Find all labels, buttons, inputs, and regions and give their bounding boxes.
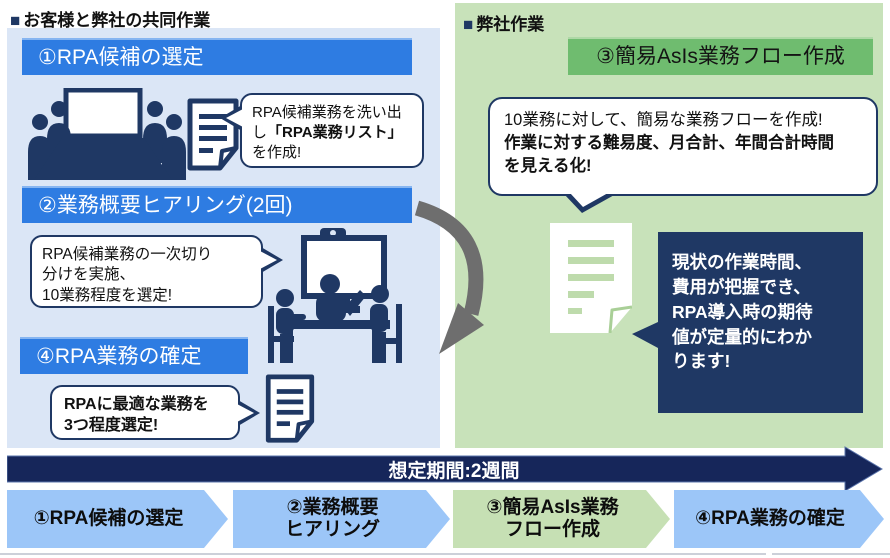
meeting-icon bbox=[28, 88, 186, 180]
timeline-label: 想定期間:2週間 bbox=[388, 460, 520, 482]
timeline-arrow bbox=[7, 446, 883, 492]
company-work-panel: ■弊社作業 ③簡易AsIs業務フロー作成 10業務に対して、簡易な業務フローを作… bbox=[455, 3, 883, 448]
joint-work-panel: ①RPA候補の選定 RPA候補業務を洗い出し「RPA業務リスト」を作成! ②業務… bbox=[7, 28, 440, 448]
bullet-square-icon: ■ bbox=[463, 15, 474, 34]
bubble-pointer bbox=[261, 247, 283, 273]
bottom-divider bbox=[0, 553, 766, 555]
step3-banner: ③簡易AsIs業務フロー作成 bbox=[568, 37, 873, 75]
step2-banner: ②業務概要ヒアリング(2回) bbox=[22, 186, 412, 223]
bubble-pointer bbox=[238, 400, 260, 426]
document-icon bbox=[265, 374, 315, 443]
process-step-3: ③簡易AsIs業務 フロー作成 bbox=[453, 490, 670, 548]
flow-document-icon bbox=[550, 223, 632, 333]
speech-bubble-rpa-list: RPA候補業務を洗い出し「RPA業務リスト」を作成! bbox=[220, 93, 424, 168]
step4-banner: ④RPA業務の確定 bbox=[20, 337, 248, 374]
left-section-title: ■お客様と弊社の共同作業 bbox=[10, 11, 211, 30]
speech-bubble-hearing: RPA候補業務の一次切り 分けを実施、 10業務程度を選定! bbox=[30, 235, 283, 308]
benefit-callout: 現状の作業時間、 費用が把握でき、 RPA導入時の期待 値が定量的にわか ります… bbox=[632, 232, 863, 413]
speech-bubble-final-selection: RPAに最適な業務を 3つ程度選定! bbox=[50, 385, 260, 440]
curved-arrow-icon bbox=[414, 200, 484, 354]
bullet-square-icon: ■ bbox=[10, 11, 21, 30]
callout-pointer bbox=[632, 322, 658, 348]
process-step-4: ④RPA業務の確定 bbox=[674, 490, 884, 548]
process-step-1: ①RPA候補の選定 bbox=[7, 490, 228, 548]
bottom-divider bbox=[772, 553, 890, 555]
process-step-2: ②業務概要 ヒアリング bbox=[233, 490, 450, 548]
step1-banner: ①RPA候補の選定 bbox=[22, 38, 412, 75]
video-conference-icon bbox=[268, 228, 402, 363]
right-section-title: ■弊社作業 bbox=[463, 15, 545, 34]
speech-bubble-flow: 10業務に対して、簡易な業務フローを作成! 作業に対する難易度、月合計、年間合計… bbox=[488, 97, 878, 213]
